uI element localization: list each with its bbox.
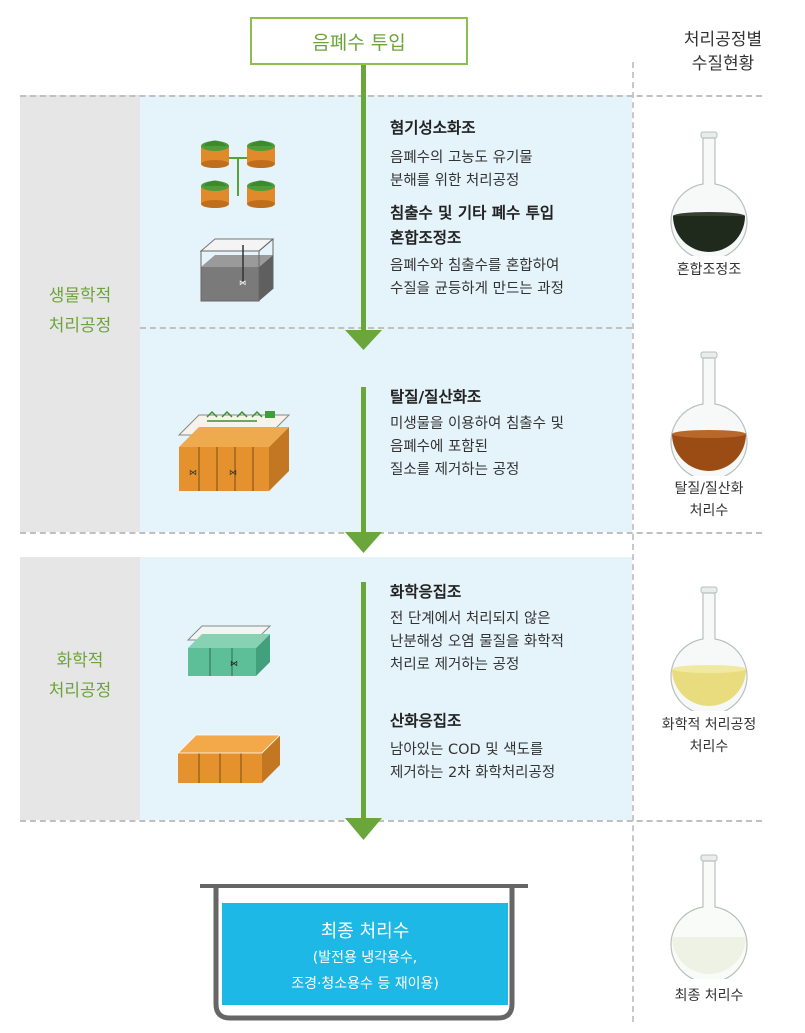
stage-title: 침출수 및 기타 폐수 투입 [390, 204, 555, 222]
stage-desc-line: 음폐수에 포함된 [390, 439, 488, 455]
stage-nitrification: 탈질/질산화조 미생물을 이용하여 침출수 및 음폐수에 포함된 질소를 제거하… [390, 385, 630, 482]
stage-desc-line: 미생물을 이용하여 침출수 및 [390, 416, 564, 432]
stage-title: 혐기성소화조 [390, 119, 476, 137]
bio-section-label-panel [20, 95, 140, 532]
digester-tank [201, 140, 229, 168]
divider-line [140, 327, 632, 329]
stage-desc-line: 남아있는 COD 및 색도를 [390, 742, 544, 758]
column-divider [632, 62, 634, 1022]
flask-label: 화학적 처리공정 처리수 [634, 714, 784, 758]
final-sub-line: 조경·청소용수 등 재이용) [291, 976, 439, 992]
chem-process-label-line1: 화학적 [56, 651, 104, 671]
flow-line [361, 387, 366, 537]
flask-label-line1: 최종 처리수 [674, 988, 744, 1004]
digester-tank [247, 140, 275, 168]
stage-desc-line: 음폐수의 고농도 유기물 [390, 150, 533, 166]
stage-desc-line: 수질을 균등하게 만드는 과정 [390, 281, 564, 297]
stage-mixing: 침출수 및 기타 폐수 투입 혼합조정조 음폐수와 침출수를 혼합하여 수질을 … [390, 201, 630, 301]
flow-line [361, 65, 366, 335]
flow-arrowhead [345, 330, 382, 350]
digester-tank [201, 180, 229, 208]
mixing-tank-icon: ⋈ [199, 238, 275, 302]
flask-label-line1: 혼합조정조 [676, 262, 742, 278]
divider-line [20, 95, 762, 97]
digester-tank [247, 180, 275, 208]
final-treated-water: 최종 처리수 (발전용 냉각용수, 조경·청소용수 등 재이용) [222, 903, 508, 1005]
flask-label: 탈질/질산화 처리수 [639, 478, 779, 522]
flask-label-line2: 처리수 [689, 503, 729, 519]
flask-icon [670, 854, 748, 979]
bio-process-label-line1: 생물학적 [48, 286, 112, 306]
svg-text:⋈: ⋈ [230, 659, 238, 668]
stage-oxidation-coagulation: 산화응집조 남아있는 COD 및 색도를 제거하는 2차 화학처리공정 [390, 709, 630, 785]
stage-desc-line: 전 단계에서 처리되지 않은 [390, 611, 551, 627]
chem-process-label: 화학적 처리공정 [20, 646, 140, 706]
chemical-coagulation-tank-icon: ⋈ [186, 625, 272, 676]
water-quality-title: 처리공정별 수질현황 [658, 28, 788, 76]
chem-section-label-panel [20, 557, 140, 820]
stage-desc-line: 처리로 제거하는 공정 [390, 657, 520, 673]
flask-label: 최종 처리수 [639, 985, 779, 1007]
flask-liquid [672, 434, 746, 471]
stage-title: 혼합조정조 [390, 229, 462, 247]
flow-arrowhead [345, 818, 382, 840]
water-quality-title-line2: 수질현황 [691, 54, 755, 74]
flow-arrowhead [345, 532, 382, 553]
flow-line [361, 582, 366, 822]
oxidation-tank-icon [177, 734, 281, 783]
influent-label: 음폐수 투입 [312, 31, 406, 54]
bio-process-label-line2: 처리공정 [48, 316, 112, 336]
flask-liquid [673, 216, 745, 252]
stage-anaerobic-digestion: 혐기성소화조 음폐수의 고농도 유기물 분해를 위한 처리공정 [390, 116, 630, 193]
final-title: 최종 처리수 [320, 921, 410, 942]
digester-tanks-icon [201, 140, 275, 208]
water-quality-title-line1: 처리공정별 [683, 30, 763, 50]
divider-line [20, 820, 762, 822]
divider-line [20, 532, 762, 534]
stage-title: 산화응집조 [390, 712, 462, 730]
stage-chemical-coagulation: 화학응집조 전 단계에서 처리되지 않은 난분해성 오염 물질을 화학적 처리로… [390, 580, 630, 677]
stage-desc-line: 분해를 위한 처리공정 [390, 173, 520, 189]
nitrification-tank-icon: ⋈ ⋈ [177, 410, 291, 491]
stage-desc-line: 음폐수와 침출수를 혼합하여 [390, 258, 560, 274]
final-sub-line: (발전용 냉각용수, [312, 950, 418, 966]
svg-text:⋈: ⋈ [239, 279, 246, 287]
flask-liquid [672, 937, 746, 974]
stage-desc-line: 난분해성 오염 물질을 화학적 [390, 634, 564, 650]
svg-text:⋈: ⋈ [229, 468, 237, 477]
stage-desc-line: 질소를 제거하는 공정 [390, 462, 520, 478]
flask-label-line2: 처리수 [689, 739, 729, 755]
flask-label-line1: 탈질/질산화 [674, 481, 744, 497]
flask-icon [670, 351, 748, 476]
svg-text:⋈: ⋈ [189, 468, 197, 477]
flask-label: 혼합조정조 [639, 259, 779, 281]
flask-icon [670, 131, 748, 256]
stage-desc-line: 제거하는 2차 화학처리공정 [390, 765, 556, 781]
bio-process-label: 생물학적 처리공정 [20, 281, 140, 341]
influent-box: 음폐수 투입 [250, 17, 468, 65]
flask-icon [670, 586, 748, 711]
flask-label-line1: 화학적 처리공정 [661, 717, 757, 733]
final-basin-outline [200, 884, 528, 1021]
chem-process-label-line2: 처리공정 [48, 681, 112, 701]
stage-title: 화학응집조 [390, 583, 462, 601]
flask-liquid [672, 669, 746, 706]
stage-title: 탈질/질산화조 [390, 388, 482, 406]
